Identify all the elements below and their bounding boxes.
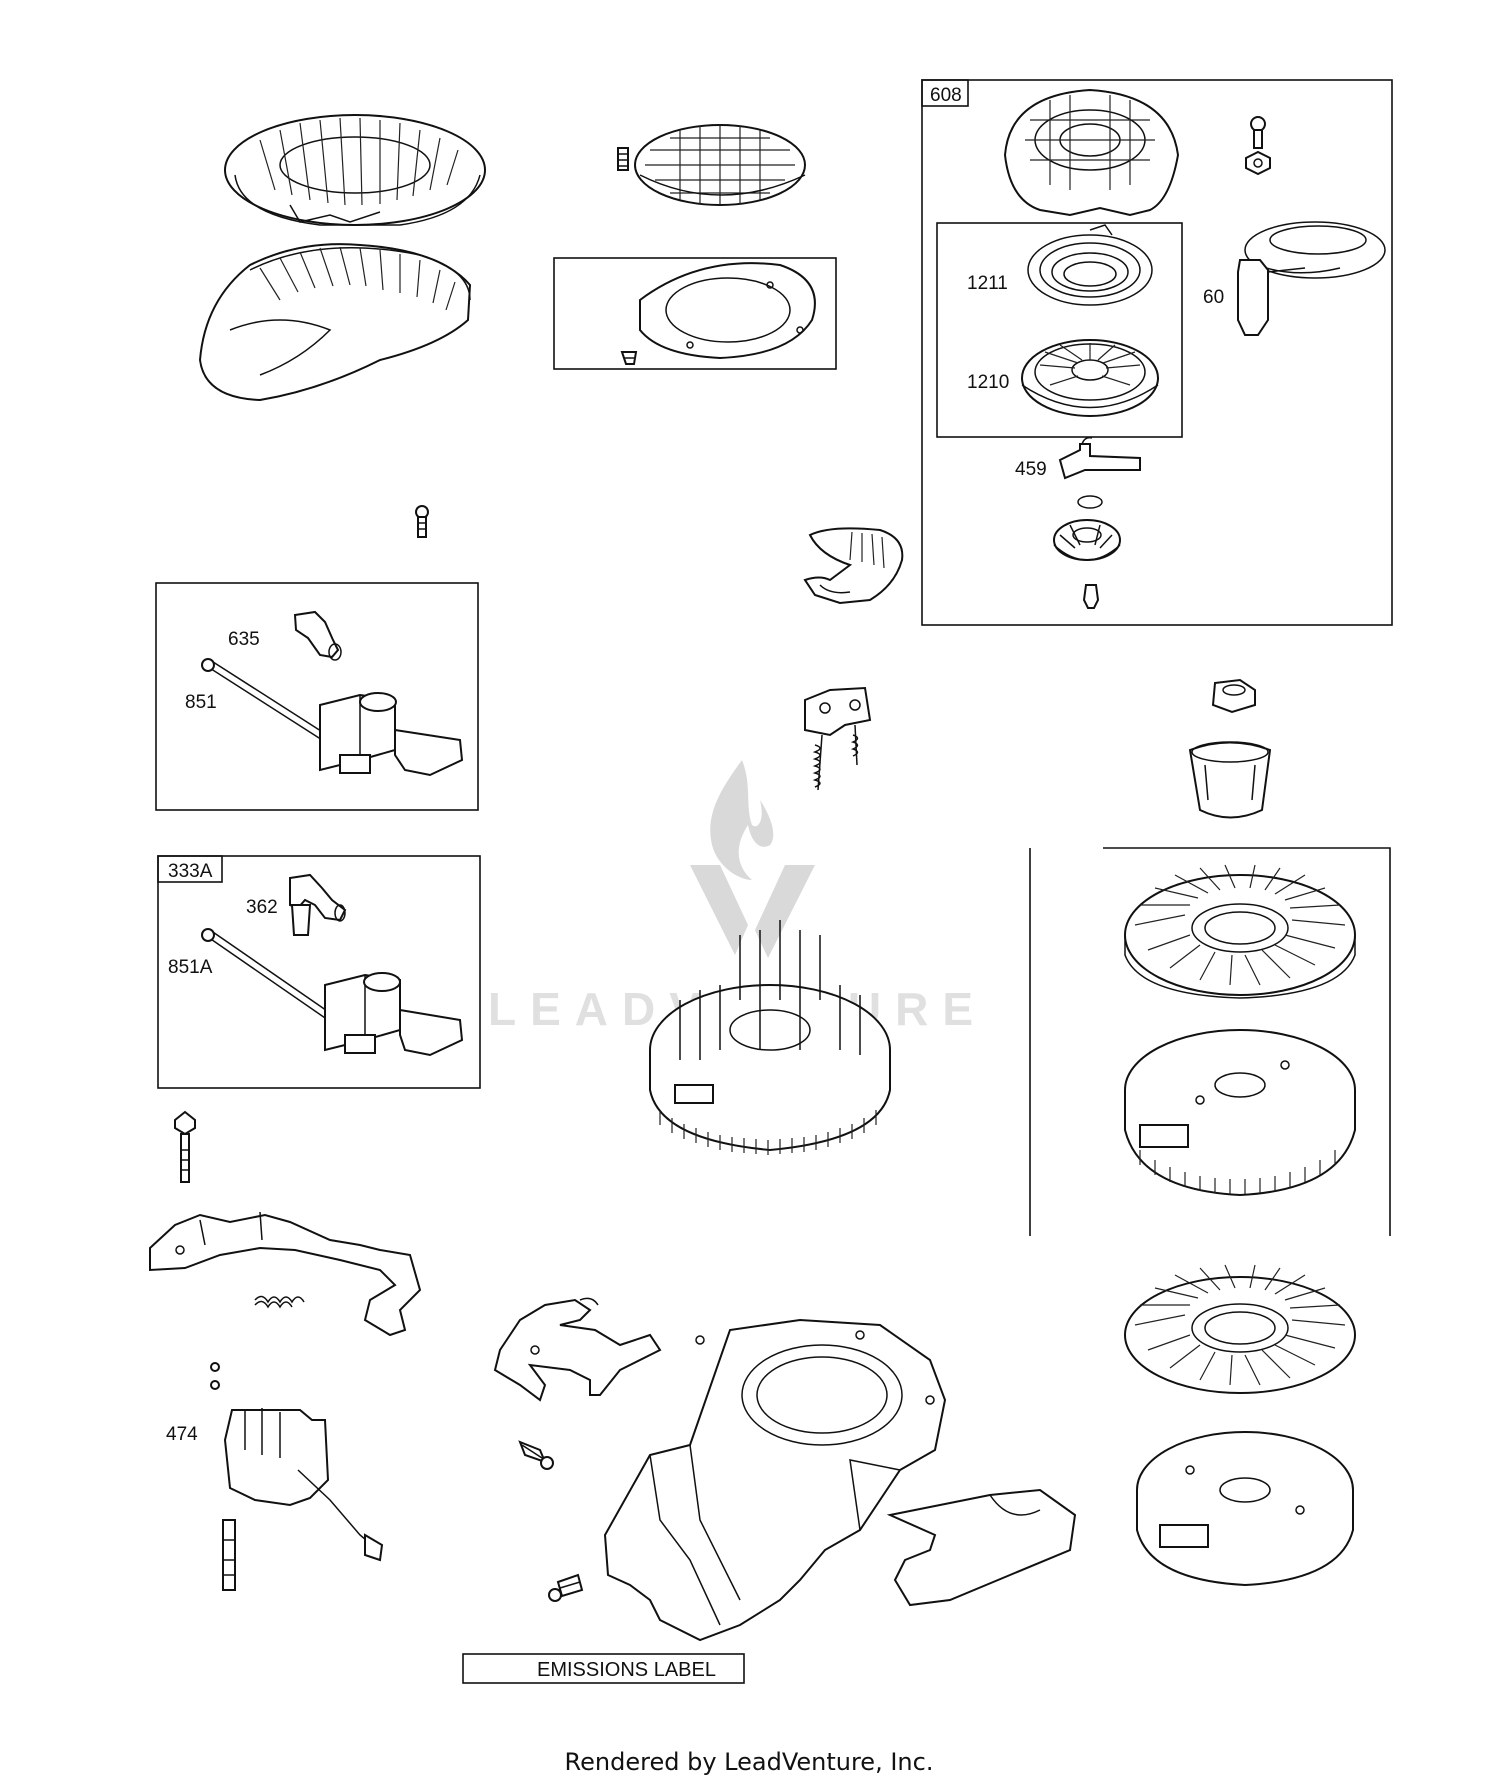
box-608-tag	[921, 79, 969, 107]
starter-cup	[1053, 519, 1121, 561]
blower-shroud	[198, 243, 472, 402]
armature-851	[201, 658, 464, 777]
flywheel-bracket-frame	[1029, 847, 1391, 1236]
callout-474: 474	[166, 1424, 198, 1445]
gasket-screw	[620, 351, 638, 365]
starter-handle-bracket	[803, 527, 904, 605]
starter-screw	[1245, 116, 1271, 176]
blower-housing	[603, 1318, 947, 1642]
callout-851: 851	[185, 692, 217, 713]
starter-pulley	[1021, 339, 1159, 417]
box-608	[921, 79, 1393, 626]
rewind-spring	[1027, 224, 1153, 306]
housing-screw-1	[518, 1440, 554, 1470]
armature-851A	[201, 928, 464, 1057]
spark-plug-boot	[293, 610, 342, 661]
callout-1210: 1210	[967, 372, 1009, 393]
emissions-label-box	[462, 1653, 745, 1684]
flywheel-right-2	[1136, 1431, 1354, 1587]
starter-cup-right	[1188, 741, 1272, 819]
callout-459: 459	[1015, 459, 1047, 480]
starter-pin	[1082, 584, 1100, 609]
callout-608: 608	[930, 85, 962, 106]
spark-plug-boot-362	[289, 873, 347, 936]
brake-bracket	[804, 686, 872, 791]
flywheel-nut	[1211, 678, 1256, 714]
gasket-box	[553, 257, 837, 370]
screw-small-top	[617, 147, 629, 171]
cooling-fan-2	[1124, 1264, 1356, 1394]
flywheel-center	[649, 920, 891, 1155]
blower-cover-top	[224, 114, 486, 226]
callout-333A: 333A	[168, 861, 213, 882]
callout-362: 362	[246, 897, 278, 918]
shroud-bolt	[415, 505, 429, 538]
starter-rope-handle	[1237, 221, 1386, 336]
governor-link	[149, 1211, 422, 1337]
callout-1211: 1211	[967, 273, 1008, 294]
retainer-ring	[1077, 495, 1103, 509]
blower-baffle	[886, 1488, 1077, 1607]
governor-spring	[254, 1295, 305, 1309]
footer-credit: Rendered by LeadVenture, Inc.	[565, 1748, 934, 1776]
callout-851A: 851A	[168, 957, 213, 978]
flywheel-right-1	[1124, 1029, 1356, 1197]
callout-635: 635	[228, 629, 260, 650]
governor-screw	[174, 1110, 196, 1183]
box-333A-tag	[157, 855, 223, 883]
rectifier-474	[210, 1362, 384, 1591]
cooling-fan-1	[1124, 864, 1356, 999]
box-851	[155, 582, 479, 811]
callout-60: 60	[1203, 287, 1224, 308]
control-bracket	[493, 1297, 662, 1402]
housing-screw-2	[548, 1573, 584, 1602]
rotating-screen	[634, 124, 806, 206]
box-spring-pulley	[936, 222, 1183, 438]
pawl	[1058, 436, 1141, 480]
starter-housing	[1003, 88, 1180, 217]
box-333A	[157, 855, 481, 1089]
emissions-label: EMISSIONS LABEL	[537, 1659, 716, 1681]
gasket	[639, 262, 816, 360]
